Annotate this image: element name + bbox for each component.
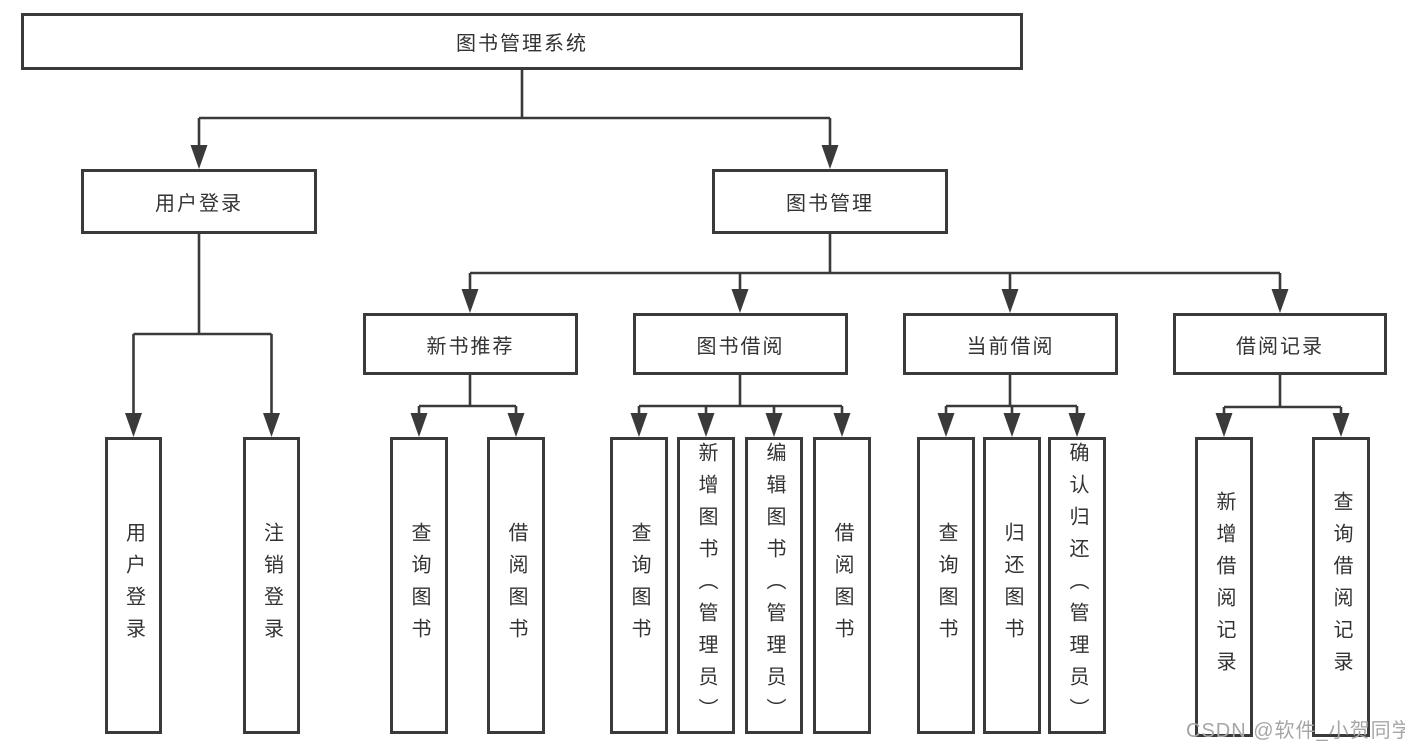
node-label: 当前借阅 — [966, 335, 1055, 358]
node-label: 查询图书 — [628, 521, 650, 650]
node-borrowing-records: 借阅记录 — [1173, 313, 1387, 375]
node-label: 图书借阅 — [696, 335, 785, 358]
node-label: 图书管理 — [786, 193, 874, 215]
node-label: 新增借阅记录 — [1213, 491, 1235, 683]
node-library-management-system: 图书管理系统 — [21, 13, 1023, 70]
node-label: 新书推荐 — [426, 335, 515, 358]
node-label: 确认归还（管理员） — [1066, 441, 1088, 730]
node-edit-books-admin: 编辑图书（管理员） — [745, 437, 803, 734]
node-label: 查询图书 — [408, 521, 430, 650]
node-label: 借阅图书 — [505, 521, 527, 650]
node-query-books-recommend: 查询图书 — [390, 437, 448, 734]
node-label: 查询图书 — [935, 521, 957, 650]
node-user-login-leaf: 用户登录 — [105, 437, 162, 734]
node-return-books: 归还图书 — [983, 437, 1041, 734]
node-confirm-return-admin: 确认归还（管理员） — [1048, 437, 1106, 734]
node-query-books-current: 查询图书 — [917, 437, 975, 734]
node-label: 用户登录 — [155, 193, 243, 215]
node-book-borrowing: 图书借阅 — [633, 313, 848, 375]
watermark-text: CSDN @软件_小贺同学 — [1186, 720, 1405, 742]
node-logout: 注销登录 — [243, 437, 300, 734]
node-query-borrow-record: 查询借阅记录 — [1312, 437, 1370, 737]
node-label: 查询借阅记录 — [1330, 491, 1352, 683]
node-label: 编辑图书（管理员） — [763, 441, 785, 730]
node-query-books-borrowing: 查询图书 — [610, 437, 668, 734]
node-label: 借阅记录 — [1236, 335, 1324, 358]
node-label: 图书管理系统 — [456, 33, 588, 55]
node-book-management: 图书管理 — [712, 169, 948, 234]
node-label: 归还图书 — [1001, 521, 1023, 650]
node-new-book-recommendation: 新书推荐 — [363, 313, 578, 375]
node-borrow-books-recommend: 借阅图书 — [487, 437, 545, 734]
node-add-borrow-record: 新增借阅记录 — [1195, 437, 1253, 737]
node-label: 用户登录 — [122, 521, 145, 650]
node-label: 借阅图书 — [831, 521, 853, 650]
node-add-books-admin: 新增图书（管理员） — [677, 437, 735, 734]
node-borrow-books-borrowing: 借阅图书 — [813, 437, 871, 734]
node-user-login: 用户登录 — [81, 169, 317, 234]
node-label: 新增图书（管理员） — [695, 441, 717, 730]
node-current-borrowing: 当前借阅 — [903, 313, 1118, 375]
node-label: 注销登录 — [260, 521, 283, 650]
